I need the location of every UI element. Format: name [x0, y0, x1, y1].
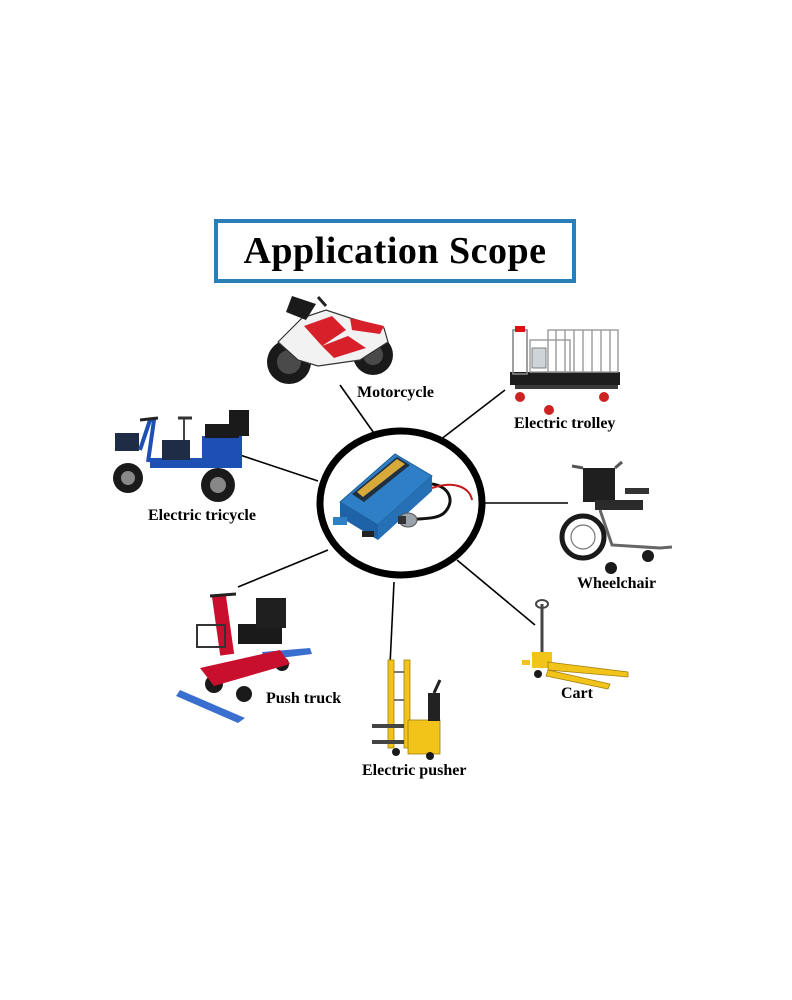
connector-lines [237, 384, 568, 666]
label-cart: Cart [561, 685, 593, 702]
connector-cart [456, 559, 536, 626]
wheelchair-icon [559, 460, 673, 574]
label-electric-pusher: Electric pusher [362, 762, 467, 779]
tricycle-icon [113, 410, 249, 502]
charger-icon [333, 453, 473, 540]
cart-icon [522, 599, 629, 690]
push-truck-icon [176, 592, 312, 723]
electric-pusher-icon [372, 659, 442, 760]
trolley-icon [510, 326, 620, 415]
connector-pusher [389, 581, 395, 666]
motorcycle-icon [267, 296, 393, 384]
label-motorcycle: Motorcycle [357, 384, 434, 401]
label-electric-trolley: Electric trolley [514, 415, 616, 432]
connector-tricycle [239, 454, 319, 482]
connector-pushtruck [237, 549, 329, 588]
connector-trolley [439, 389, 506, 441]
connector-motorcycle [339, 384, 377, 437]
label-electric-tricycle: Electric tricycle [148, 507, 256, 524]
label-wheelchair: Wheelchair [577, 575, 657, 592]
label-push-truck: Push truck [266, 690, 342, 707]
title-box: Application Scope [214, 219, 576, 283]
page-title: Application Scope [243, 230, 547, 272]
